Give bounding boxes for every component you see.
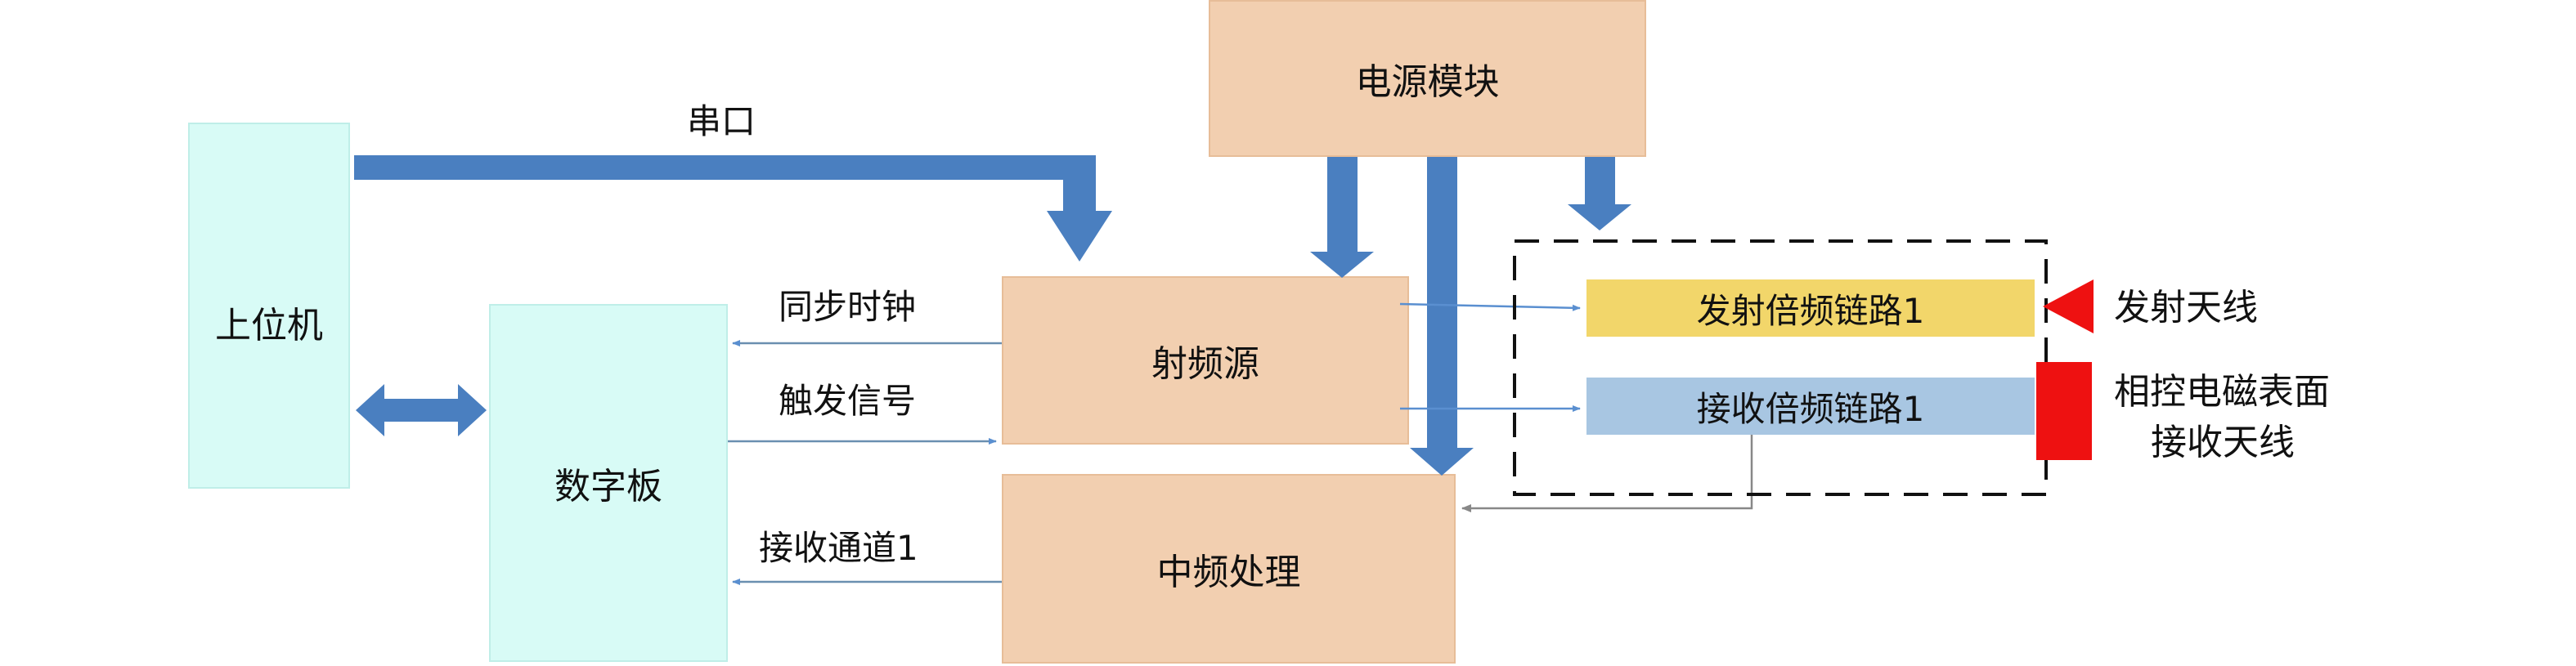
rf-source-label: 射频源 bbox=[1151, 343, 1259, 385]
rf-to-tx-line bbox=[1399, 302, 1581, 311]
rx-antenna-label-line1: 相控电磁表面 bbox=[2114, 371, 2330, 413]
sync-clock-label: 同步时钟 bbox=[779, 287, 917, 327]
rx-antenna-icon bbox=[2036, 362, 2092, 460]
tx-chain-block: 发射倍频链路1 bbox=[1586, 279, 2035, 337]
tx-antenna-icon bbox=[2043, 279, 2094, 333]
power-to-rf-arrow bbox=[1310, 157, 1374, 278]
host-block: 上位机 bbox=[188, 123, 350, 489]
rx-to-if-line bbox=[1461, 435, 1753, 512]
if-processing-block: 中频处理 bbox=[1002, 474, 1456, 664]
serial-block-arrow bbox=[354, 155, 1112, 261]
tx-antenna-label: 发射天线 bbox=[2114, 287, 2258, 329]
power-to-chains-arrow bbox=[1568, 157, 1631, 230]
if-processing-label: 中频处理 bbox=[1156, 552, 1301, 593]
power-module-block: 电源模块 bbox=[1209, 0, 1646, 157]
power-to-if-arrow bbox=[1410, 157, 1474, 476]
power-module-label: 电源模块 bbox=[1355, 61, 1500, 103]
chain-enclosure bbox=[1513, 239, 2048, 496]
tx-chain-label: 发射倍频链路1 bbox=[1696, 290, 1925, 331]
digital-board-block: 数字板 bbox=[489, 304, 728, 662]
rf-source-block: 射频源 bbox=[1002, 276, 1409, 445]
digital-board-label: 数字板 bbox=[554, 466, 662, 507]
rx-chain-label: 接收倍频链路1 bbox=[1696, 388, 1925, 429]
host-digital-double-arrow bbox=[356, 384, 487, 436]
serial-label: 串口 bbox=[687, 101, 756, 141]
host-label: 上位机 bbox=[215, 305, 323, 346]
rx-antenna-label-line2: 接收天线 bbox=[2151, 422, 2295, 463]
rx-chain-block: 接收倍频链路1 bbox=[1586, 378, 2035, 435]
trigger-label: 触发信号 bbox=[779, 381, 917, 421]
rx-channel-label: 接收通道1 bbox=[759, 528, 918, 568]
